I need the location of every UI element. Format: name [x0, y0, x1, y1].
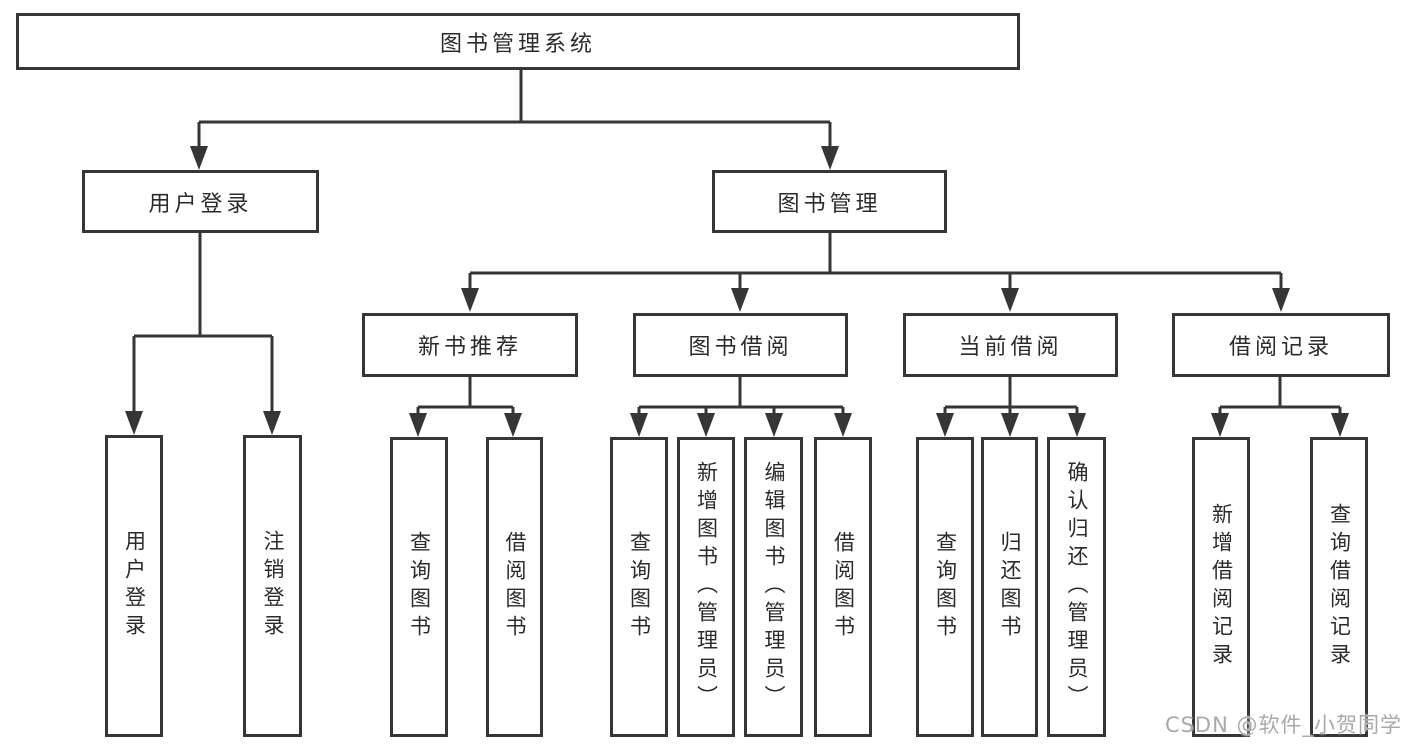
node-edit-books-admin: 编辑图书（管理员）: [744, 437, 803, 737]
node-label: 新增图书（管理员）: [694, 461, 719, 713]
node-label: 查询图书: [407, 531, 432, 643]
arrowheads: [125, 146, 1349, 437]
node-add-borrow-record: 新增借阅记录: [1192, 437, 1250, 737]
node-logout-action: 注销登录: [243, 435, 302, 737]
node-confirm-return-admin: 确认归还（管理员）: [1047, 437, 1106, 737]
node-label: 新增借阅记录: [1209, 503, 1234, 671]
node-new-book-recommendation: 新书推荐: [362, 313, 578, 377]
node-borrow-books-borrow: 借阅图书: [814, 437, 872, 737]
node-book-borrowing: 图书借阅: [633, 313, 848, 377]
node-label: 注销登录: [261, 530, 285, 642]
node-label: 借阅图书: [503, 531, 527, 643]
node-label: 查询图书: [933, 531, 958, 643]
csdn-watermark: CSDN @软件_小贺同学: [1164, 713, 1402, 737]
node-return-books: 归还图书: [981, 437, 1038, 737]
node-borrowing-records: 借阅记录: [1172, 313, 1390, 377]
node-root: 图书管理系统: [16, 13, 1020, 70]
node-borrow-books-newbook: 借阅图书: [486, 437, 543, 737]
node-label: 借阅图书: [831, 531, 856, 643]
node-book-management: 图书管理: [712, 170, 947, 233]
node-add-books-admin: 新增图书（管理员）: [677, 437, 735, 737]
node-label: 查询借阅记录: [1327, 503, 1352, 671]
node-query-books-current: 查询图书: [916, 437, 974, 737]
node-user-login-action: 用户登录: [105, 435, 163, 737]
node-label: 归还图书: [998, 531, 1022, 643]
node-user-login: 用户登录: [82, 170, 319, 233]
node-query-books-borrow: 查询图书: [610, 437, 668, 737]
node-label: 确认归还（管理员）: [1065, 461, 1089, 713]
node-label: 用户登录: [122, 530, 147, 642]
node-label: 编辑图书（管理员）: [762, 461, 786, 713]
node-current-borrowing: 当前借阅: [903, 313, 1118, 377]
node-label: 查询图书: [627, 531, 652, 643]
node-query-books-newbook: 查询图书: [390, 437, 448, 737]
node-query-borrow-record: 查询借阅记录: [1310, 437, 1368, 737]
